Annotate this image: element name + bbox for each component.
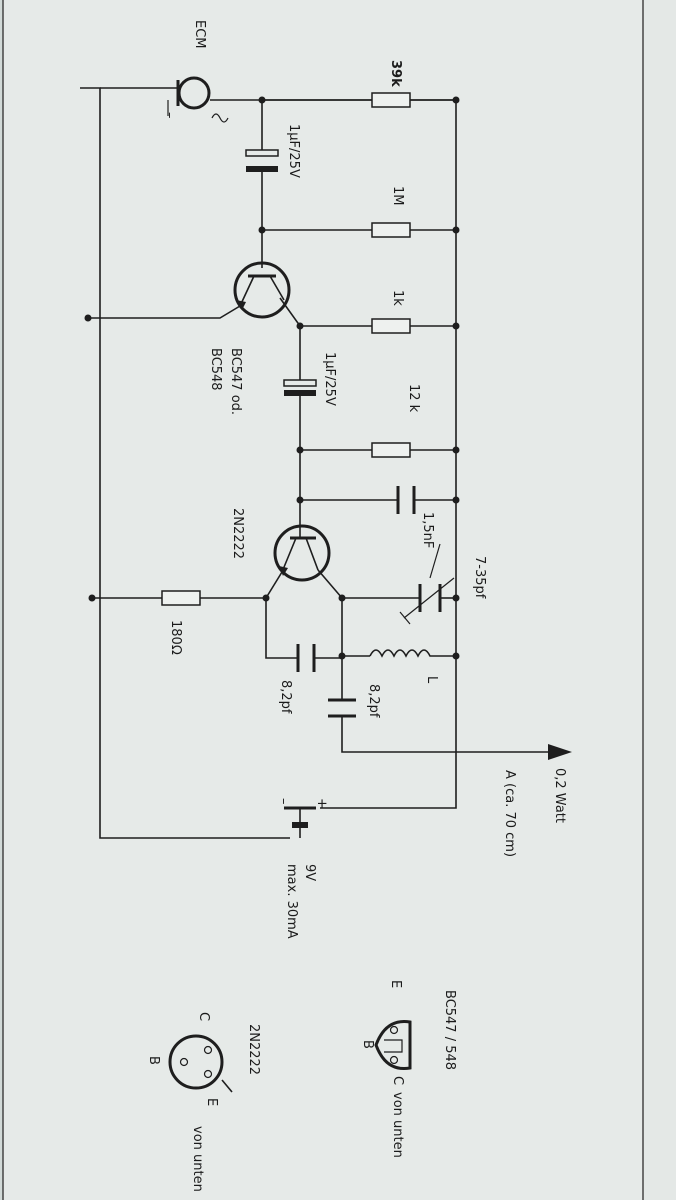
resistor-1k	[371, 318, 411, 334]
pinout-2n2222-heading: 2N2222	[246, 1024, 261, 1075]
bc547-pinout-icon	[374, 1019, 412, 1071]
capacitor-8-2pf-a-label: 8,2pf	[278, 680, 293, 714]
electret-microphone-symbol	[167, 76, 229, 123]
resistor-39k-label: 39k	[388, 60, 403, 87]
transistor-q1	[233, 261, 291, 319]
capacitor-1uf-b-label: 1µF/25V	[322, 352, 337, 406]
trimmer-capacitor	[399, 543, 455, 625]
battery-current-label: max. 30mA	[284, 864, 299, 939]
transistor-q2-name: 2N2222	[230, 508, 245, 559]
junction-dots	[84, 96, 460, 660]
battery-plus-label: +	[314, 798, 329, 809]
resistor-180-label: 180Ω	[168, 620, 183, 655]
capacitor-1uf-a-label: 1µF/25V	[286, 124, 301, 178]
capacitor-1uf-a	[245, 149, 279, 172]
2n2222-pin-c: C	[196, 1012, 211, 1021]
resistor-180-ohm	[161, 590, 201, 606]
battery-minus-label: –	[276, 798, 291, 805]
bc547-pin-b: B	[360, 1040, 375, 1049]
resistor-1k-label: 1k	[390, 290, 405, 306]
bc547-pinout-title: BC547 / 548	[442, 990, 457, 1070]
trimmer-capacitor-label: 7-35pf	[472, 556, 487, 599]
resistor-39k	[371, 92, 411, 108]
resistor-12k-label: 12 k	[406, 384, 421, 413]
inductor-label: L	[424, 676, 439, 684]
page-border	[2, 0, 644, 1200]
resistor-1m-label: 1M	[390, 186, 405, 206]
2n2222-view-label: von unten	[190, 1126, 205, 1192]
2n2222-pin-b: B	[146, 1056, 161, 1065]
resistor-12k	[371, 442, 411, 458]
bc547-pin-c: C	[390, 1076, 405, 1085]
battery-symbol	[284, 806, 316, 828]
ecm-label: ECM	[192, 20, 207, 49]
transistor-q1-name: BC547 od.	[228, 348, 243, 415]
power-output-label: 0,2 Watt	[552, 768, 567, 823]
capacitor-8-2pf-b	[328, 698, 356, 718]
capacitor-8-2pf-b-label: 8,2pf	[366, 684, 381, 718]
transistor-q1-alt: BC548	[208, 348, 223, 391]
antenna-arrow-icon	[548, 744, 572, 760]
antenna-label: A (ca. 70 cm)	[502, 770, 517, 857]
capacitor-8-2pf-a	[296, 644, 316, 672]
ecm-minus-label: –	[162, 112, 177, 119]
bc547-pin-e: E	[388, 980, 403, 988]
transistor-q2	[273, 524, 331, 582]
inductor-coil	[369, 649, 432, 658]
capacitor-1uf-b	[283, 379, 317, 396]
capacitor-1-5nf	[396, 486, 416, 514]
resistor-1m	[371, 222, 411, 238]
battery-voltage-label: 9V	[302, 864, 317, 881]
2n2222-pinout-icon	[168, 1034, 233, 1093]
2n2222-pin-e: E	[204, 1098, 219, 1106]
bc547-view-label: von unten	[390, 1092, 405, 1158]
capacitor-1-5nf-label: 1,5nF	[420, 512, 435, 548]
